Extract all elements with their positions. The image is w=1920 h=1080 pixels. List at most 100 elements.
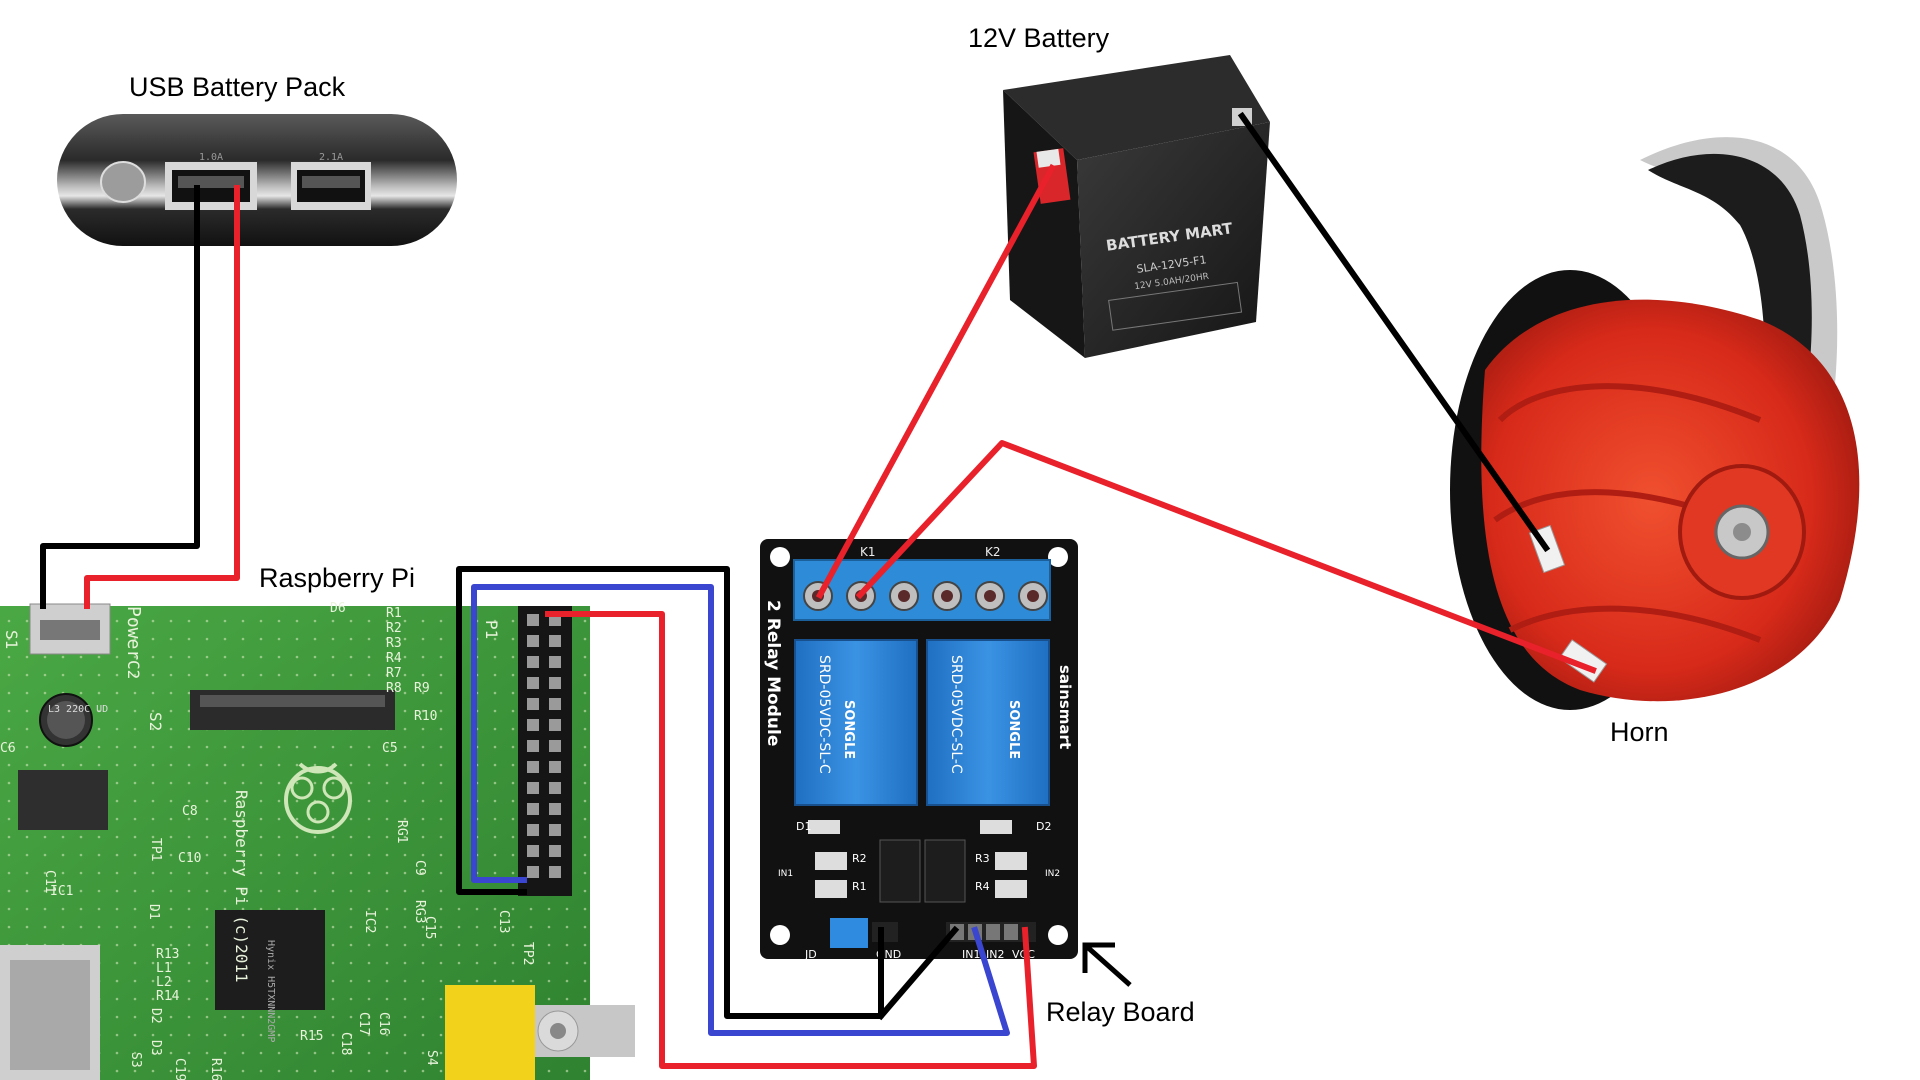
gpio-pin	[549, 677, 561, 689]
gpio-pin	[527, 656, 539, 668]
usb-battery-pack: 1.0A 2.1A	[57, 114, 457, 246]
relay-module-title: 2 Relay Module	[763, 600, 783, 746]
gpio-pin	[549, 845, 561, 857]
pcb-tp2: TP2	[520, 942, 535, 965]
gpio-pin	[549, 824, 561, 836]
screw-head	[898, 590, 910, 602]
usb-port-2: 2.1A	[291, 152, 371, 210]
pcb-p1: P1	[482, 620, 501, 639]
pcb-ic1: IC1	[50, 884, 73, 899]
pcb-power-label: Power	[123, 606, 144, 660]
pcb-rg3: RG3	[412, 900, 427, 923]
pcb-c18: C18	[338, 1032, 353, 1055]
wire-in-blue	[471, 584, 1010, 1036]
pcb-r15: R15	[300, 1029, 323, 1044]
gpio-pin	[549, 698, 561, 710]
pin-in1-label: IN1	[962, 948, 980, 961]
pcb-c6: C6	[0, 741, 16, 756]
gpio-pin	[527, 677, 539, 689]
relay-k1: SRD-05VDC-SL-C SONGLE	[794, 639, 918, 806]
power-button-icon	[100, 161, 146, 203]
relay-led-d2: D2	[1036, 820, 1051, 833]
label-relay-board: Relay Board	[1046, 997, 1195, 1027]
relay-k2-brand: SONGLE	[1006, 700, 1021, 759]
wire-horn-red	[855, 440, 1597, 674]
gpio-pin	[549, 740, 561, 752]
raspberry-logo-icon	[284, 762, 352, 834]
relay-res-r4: R4	[975, 880, 990, 893]
pcb-c17: C17	[356, 1012, 371, 1035]
pcb-d6: D6	[330, 601, 346, 616]
pcb-c5: C5	[382, 741, 398, 756]
screw-head	[1027, 590, 1039, 602]
pcb-r7: R7	[386, 666, 402, 681]
relay-k1-brand: SONGLE	[841, 700, 856, 759]
label-usb-battery-pack: USB Battery Pack	[129, 72, 346, 102]
gpio-pin	[527, 803, 539, 815]
usb-port-1: 1.0A	[165, 152, 257, 210]
label-raspberry-pi: Raspberry Pi	[259, 563, 416, 593]
label-12v-battery: 12V Battery	[968, 23, 1110, 53]
pcb-c16: C16	[376, 1012, 391, 1035]
relay-board: K1 K2 SRD-05VDC-SL-C SONGLE SRD-05VDC-SL…	[760, 539, 1078, 961]
wire-usb-black	[40, 185, 200, 609]
pcb-s3: S3	[128, 1052, 143, 1068]
pcb-silk-title: Raspberry Pi (c)2011	[232, 790, 251, 983]
gpio-pin	[527, 866, 539, 878]
relay-k1-model: SRD-05VDC-SL-C	[816, 655, 832, 774]
relay-res-r2: R2	[852, 852, 867, 865]
relay-k2-model: SRD-05VDC-SL-C	[948, 655, 964, 774]
gpio-pin	[549, 782, 561, 794]
relay-in1-silk: IN1	[778, 869, 793, 879]
gpio-pin	[527, 740, 539, 752]
screw-head	[941, 590, 953, 602]
gpio-pin	[527, 824, 539, 836]
processor-chip	[215, 910, 325, 1010]
relay-k2: SRD-05VDC-SL-C SONGLE	[926, 639, 1050, 806]
pcb-tp1: TP1	[148, 838, 163, 861]
gpio-pin	[549, 656, 561, 668]
pcb-c9: C9	[412, 860, 427, 876]
relay-module-brand: sainsmart	[1056, 665, 1074, 749]
gpio-pin	[549, 761, 561, 773]
gpio-pin	[527, 698, 539, 710]
pcb-rg1: RG1	[394, 820, 409, 843]
pcb-s1: S1	[2, 630, 21, 649]
pin-in2-label: IN2	[986, 948, 1004, 961]
gpio-pin	[527, 614, 539, 626]
wire-battery-red	[815, 163, 1057, 600]
gpio-pin	[549, 635, 561, 647]
relay-in2-silk: IN2	[1045, 869, 1060, 879]
pcb-r16: R16	[208, 1058, 223, 1080]
gpio-pin	[549, 803, 561, 815]
pcb-d3: D3	[148, 1040, 163, 1056]
voltage-regulator	[18, 770, 108, 830]
usb-port-1-label: 1.0A	[199, 152, 223, 163]
relay-led-d1: D1	[796, 820, 811, 833]
pcb-r1: R1	[386, 606, 402, 621]
pcb-c10: C10	[178, 851, 201, 866]
usb-port-2-label: 2.1A	[319, 152, 343, 163]
terminal-k2-label: K2	[985, 545, 1001, 559]
pcb-l3: L3 220C UD	[48, 704, 108, 715]
pcb-c8: C8	[182, 804, 198, 819]
gpio-pin	[527, 845, 539, 857]
relay-board-arrow-icon	[1082, 942, 1132, 987]
gpio-pin	[527, 782, 539, 794]
pcb-r9: R9	[414, 681, 430, 696]
pcb-r8: R8	[386, 681, 402, 696]
jd-vcc-jumper	[830, 918, 868, 948]
pcb-c2: C2	[124, 660, 143, 679]
pcb-r13: R13	[156, 947, 179, 962]
pcb-s2: S2	[146, 712, 165, 731]
wire-gnd-black-branch	[876, 925, 960, 1021]
wire-vcc-red	[545, 611, 1037, 1069]
wire-battery-black	[1237, 111, 1551, 553]
pcb-s4: S4	[424, 1050, 439, 1066]
gpio-pin	[527, 635, 539, 647]
gpio-pin	[549, 866, 561, 878]
wire-usb-red	[84, 185, 240, 609]
pcb-chip-label: Hynix H5TXNNN2GMP	[265, 940, 276, 1042]
screw-head	[984, 590, 996, 602]
